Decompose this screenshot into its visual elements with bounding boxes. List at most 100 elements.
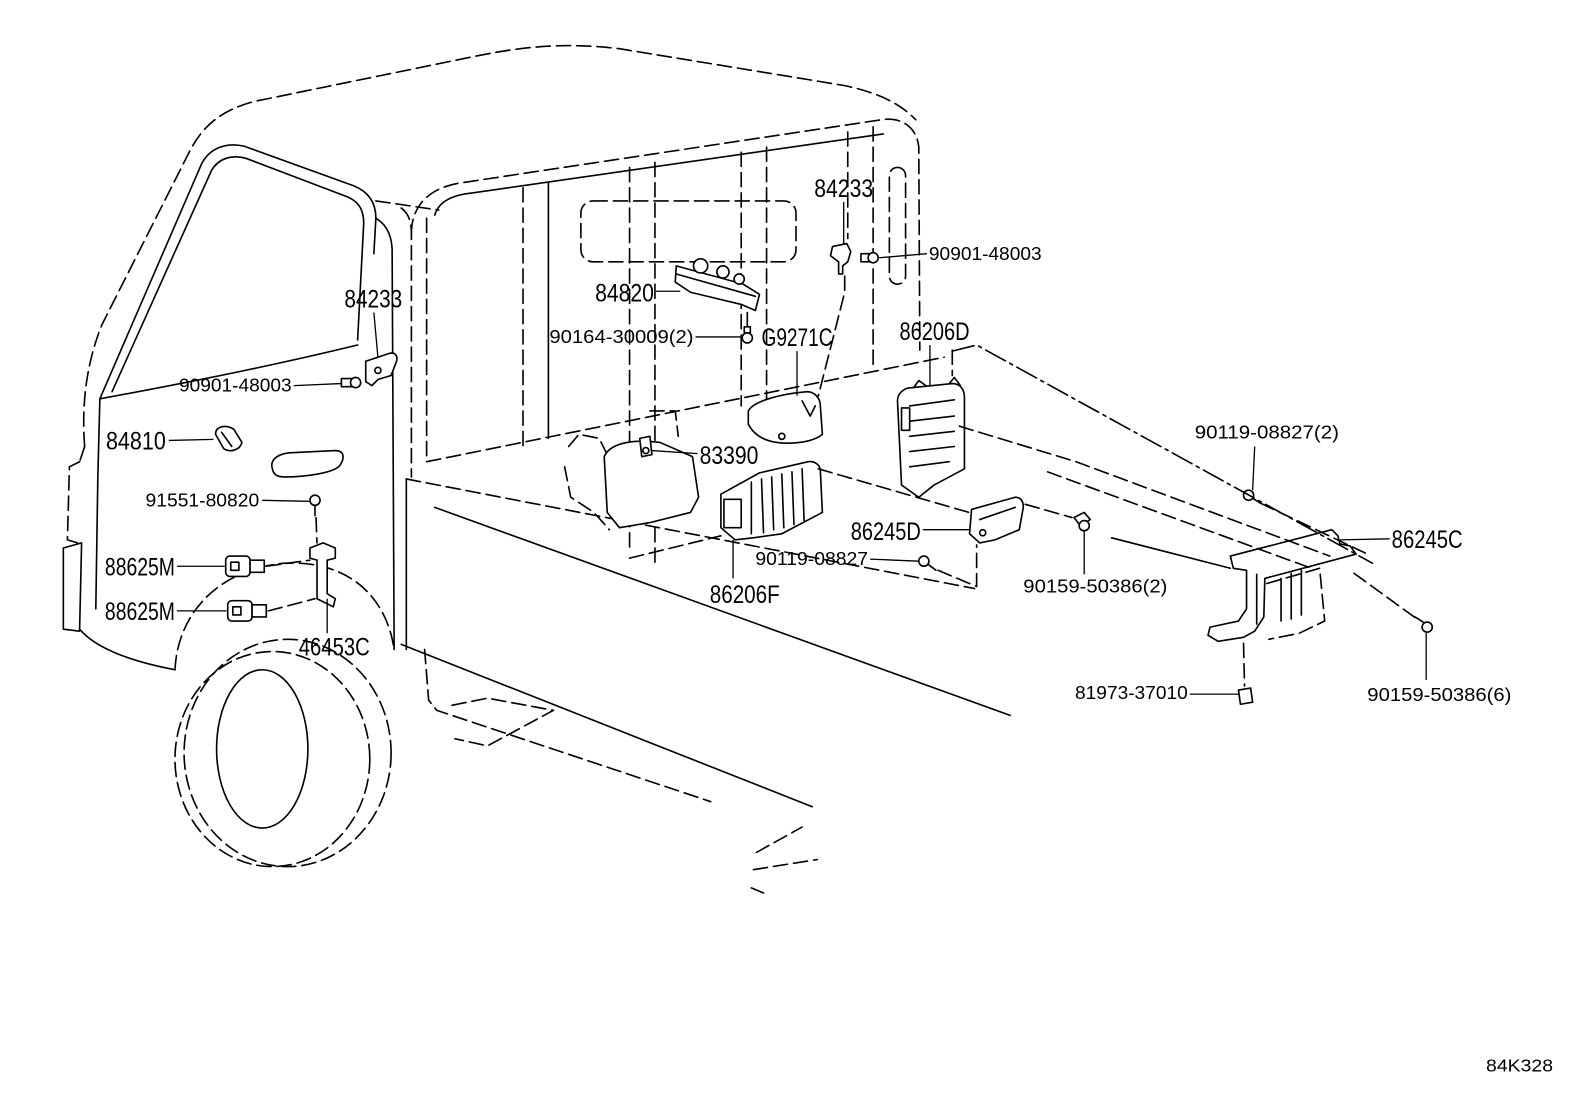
headboard-rail <box>433 133 885 216</box>
mount-line-4 <box>1046 471 1313 570</box>
part-88625M-upper <box>224 555 311 578</box>
tire-side <box>174 650 371 868</box>
part-86245C <box>1207 528 1357 643</box>
relay-plug <box>251 603 268 618</box>
bed-floor-front <box>425 356 945 463</box>
bed-side-rail <box>433 506 1011 717</box>
part-90159-50386-x6 <box>1414 616 1434 634</box>
mount-line-8 <box>1110 537 1232 570</box>
knob-1 <box>692 257 709 274</box>
fender-arch <box>174 562 395 671</box>
assembly-lines <box>817 344 1418 620</box>
knob-body <box>214 425 243 452</box>
ecu-fins <box>908 399 956 468</box>
ecu-case <box>896 382 966 499</box>
callout-84233-left: 84233 <box>344 285 402 313</box>
assembly-line <box>267 597 316 612</box>
leader-84810 <box>168 438 214 442</box>
screw-head <box>309 494 321 507</box>
assembly-line <box>315 516 318 544</box>
callout-88625M-upper: 88625M <box>105 553 175 581</box>
panel-edge <box>675 273 757 298</box>
bracket-body <box>1207 528 1357 643</box>
callout-86245C: 86245C <box>1392 526 1463 554</box>
bracket-hole <box>978 528 987 537</box>
frame-detail <box>451 697 555 747</box>
bolt-head <box>1421 621 1434 634</box>
bracket-body <box>309 542 337 608</box>
part-84820 <box>674 257 761 327</box>
leader-83390 <box>651 449 698 455</box>
part-91551-80820 <box>309 494 321 544</box>
headboard-top <box>410 118 921 351</box>
cover-latch <box>801 400 817 417</box>
bed-side-top <box>405 478 976 590</box>
callout-81973-37010: 81973-37010 <box>1075 682 1188 703</box>
mount-line-2 <box>951 344 1374 565</box>
screw-head <box>741 332 754 344</box>
switch-body <box>829 242 852 275</box>
part-86206F <box>720 460 824 541</box>
part-84233-left <box>364 352 398 387</box>
mount-line-6 <box>937 544 978 588</box>
window-frame-inner <box>111 155 365 393</box>
part-90119-08827 <box>917 555 937 572</box>
knob-3 <box>733 273 746 285</box>
callout-83390: 83390 <box>700 442 759 470</box>
bracket-ribs <box>1255 569 1303 625</box>
bolt-shank <box>927 563 937 572</box>
bracket-frame <box>1266 567 1326 641</box>
screw-head <box>349 376 362 389</box>
relay-face <box>229 561 240 572</box>
mount-line-5 <box>817 468 974 515</box>
screw-head <box>867 251 880 264</box>
callout-90119-08827: 90119-08827 <box>755 548 868 569</box>
leader-91551-80820 <box>262 499 309 502</box>
door-rear-edge <box>375 217 395 651</box>
callout-labels: 84233 90901-48003 84810 91551-80820 8862… <box>105 175 1511 705</box>
front-wheel <box>174 638 392 868</box>
mount-line-7 <box>1024 503 1073 519</box>
leader-86245C <box>1339 538 1390 541</box>
part-G9271C <box>747 390 824 444</box>
mount-line-10 <box>1353 572 1418 620</box>
wheel-rim <box>215 668 309 829</box>
leader-90119-08827 <box>870 558 919 562</box>
assembly-line <box>265 559 311 568</box>
bracket-body <box>968 496 1025 544</box>
part-90901-48003-right <box>860 251 880 264</box>
callout-84233-right: 84233 <box>814 175 873 203</box>
part-83390 <box>563 410 700 531</box>
ecu-fins <box>750 468 805 535</box>
door-bottom <box>78 628 176 671</box>
door-handle <box>271 449 344 478</box>
tag-hole <box>641 446 650 455</box>
callout-G9271C: G9271C <box>761 324 832 352</box>
callout-90901-48003-left: 90901-48003 <box>179 375 292 396</box>
leader-90119-08827-x2 <box>1251 446 1256 491</box>
part-86245D <box>968 496 1025 544</box>
roof-rear-edge <box>375 200 440 211</box>
callout-46453C: 46453C <box>299 634 370 662</box>
front-lower-edge <box>78 445 86 463</box>
callout-90901-48003-right: 90901-48003 <box>929 243 1042 264</box>
callout-86206F: 86206F <box>710 581 780 609</box>
bumper-lower <box>62 542 83 633</box>
callout-86206D: 86206D <box>900 318 970 346</box>
bolt-shank <box>1414 616 1424 623</box>
frame-end-3 <box>755 826 803 854</box>
callout-90119-08827-x2: 90119-08827(2) <box>1195 421 1339 442</box>
assembly-line <box>1242 642 1246 687</box>
callout-84810: 84810 <box>106 428 166 456</box>
bed-side-bottom <box>400 643 814 808</box>
assembly-line <box>817 275 846 397</box>
leader-lines <box>168 201 1427 695</box>
unit-outline <box>563 410 680 531</box>
part-90901-48003-left <box>340 376 362 389</box>
callout-84820: 84820 <box>595 279 654 307</box>
callout-88625M-lower: 88625M <box>105 598 175 626</box>
part-90159-50386-x2 <box>1073 511 1092 532</box>
frame-rail <box>423 648 712 803</box>
part-84233-right <box>817 242 852 397</box>
